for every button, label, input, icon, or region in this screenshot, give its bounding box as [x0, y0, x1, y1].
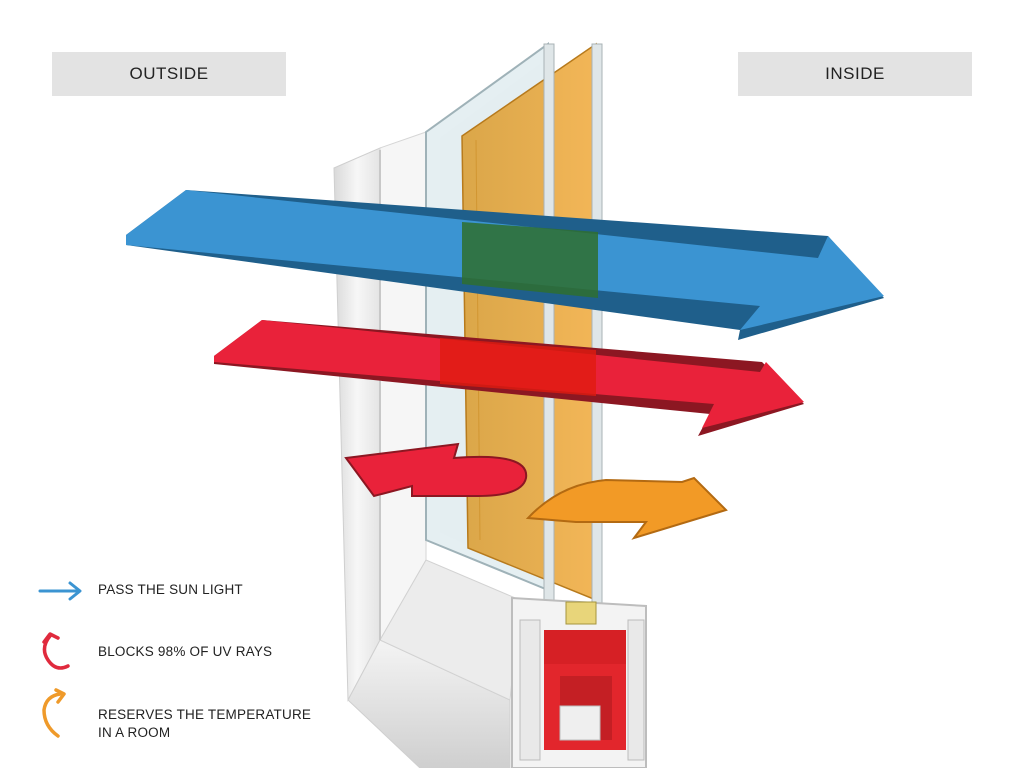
- legend-label-uv: BLOCKS 98% OF UV RAYS: [98, 644, 273, 659]
- orange-curved-arrow-forward-icon: [42, 688, 66, 738]
- outside-label: OUTSIDE: [52, 52, 286, 96]
- legend-item-sunlight: PASS THE SUN LIGHT: [36, 566, 243, 616]
- inside-label: INSIDE: [738, 52, 972, 96]
- heat-arrow: [525, 476, 728, 540]
- bottom-profile: [511, 596, 647, 768]
- legend-item-temperature: RESERVES THE TEMPERATURE IN A ROOM: [36, 688, 311, 740]
- legend-label-sunlight: PASS THE SUN LIGHT: [98, 582, 243, 597]
- legend-label-temperature: RESERVES THE TEMPERATURE IN A ROOM: [98, 707, 312, 740]
- uv-arrow-through: [214, 320, 804, 436]
- red-curved-arrow-back-icon: [42, 632, 70, 670]
- uv-arrow-reflected: [344, 442, 528, 498]
- legend-item-uv: BLOCKS 98% OF UV RAYS: [36, 626, 272, 676]
- blue-arrow-right-icon: [38, 581, 82, 601]
- sunlight-arrow: [126, 190, 884, 340]
